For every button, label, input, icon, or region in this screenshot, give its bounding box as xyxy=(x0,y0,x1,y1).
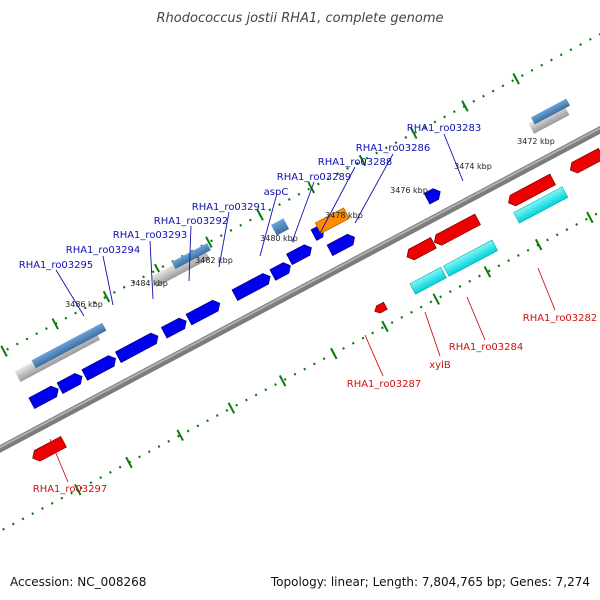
forward-cds-arrow[interactable] xyxy=(28,384,61,409)
forward-cds-arrow[interactable] xyxy=(81,353,119,381)
reverse-cds-arrow[interactable] xyxy=(506,173,556,208)
topology-text: Topology: linear; Length: 7,804,765 bp; … xyxy=(270,575,590,589)
reverse-cds-arrow[interactable] xyxy=(568,147,600,175)
accession-text: Accession: NC_008268 xyxy=(10,575,146,589)
gene-label-ro03288[interactable]: RHA1_ro03288 xyxy=(318,157,393,168)
gene-label-ro03289[interactable]: RHA1_ro03289 xyxy=(277,172,352,183)
gene-labels-bottom: RHA1_ro03282 RHA1_ro03284 xylB RHA1_ro03… xyxy=(33,313,598,495)
gene-label-ro03292[interactable]: RHA1_ro03292 xyxy=(154,216,229,227)
leader-lines-top xyxy=(55,133,464,317)
blast-hit-blue[interactable] xyxy=(271,218,290,236)
gene-label-ro03284[interactable]: RHA1_ro03284 xyxy=(449,342,524,353)
tick-label-3474: 3474 kbp xyxy=(454,162,492,171)
blast-hit-blue[interactable] xyxy=(31,322,107,369)
tick-label-3486: 3486 kbp xyxy=(65,300,103,309)
reverse-cds-arrow[interactable] xyxy=(373,301,388,315)
blast-hit-blue[interactable] xyxy=(530,98,571,125)
genome-track xyxy=(0,12,600,557)
forward-cds-arrow[interactable] xyxy=(286,242,315,266)
forward-cds-arrow[interactable] xyxy=(114,331,160,363)
blast-hit-gray[interactable] xyxy=(528,104,570,134)
gene-label-ro03283[interactable]: RHA1_ro03283 xyxy=(407,123,482,134)
gene-label-ro03293[interactable]: RHA1_ro03293 xyxy=(113,230,188,241)
gene-label-ro03286[interactable]: RHA1_ro03286 xyxy=(356,143,431,154)
tick-label-3472: 3472 kbp xyxy=(517,137,555,146)
gene-label-ro03294[interactable]: RHA1_ro03294 xyxy=(66,245,141,256)
forward-cds-arrow[interactable] xyxy=(231,271,273,301)
forward-cds-arrow[interactable] xyxy=(160,316,189,339)
gene-label-ro03291[interactable]: RHA1_ro03291 xyxy=(192,202,267,213)
major-ticks-upper xyxy=(0,73,520,357)
leader-lines-bottom xyxy=(49,267,556,483)
blast-hit-cyan[interactable] xyxy=(513,186,569,224)
forward-cds-arrow[interactable] xyxy=(326,232,357,257)
reverse-cds-arrow[interactable] xyxy=(30,435,67,463)
tick-scale-upper xyxy=(0,12,600,418)
gene-label-xylB[interactable]: xylB xyxy=(429,360,451,371)
reverse-cds-arrow[interactable] xyxy=(404,237,437,263)
gene-label-ro03295[interactable]: RHA1_ro03295 xyxy=(19,260,94,271)
forward-cds-arrow[interactable] xyxy=(423,186,443,205)
tick-label-3480: 3480 kbp xyxy=(260,234,298,243)
reverse-cds-group xyxy=(30,147,600,463)
forward-cds-arrow[interactable] xyxy=(185,298,223,326)
tick-label-3482: 3482 kbp xyxy=(195,256,233,265)
gene-label-ro03282[interactable]: RHA1_ro03282 xyxy=(523,313,598,324)
tick-label-3476: 3476 kbp xyxy=(390,186,428,195)
reverse-cds-arrow[interactable] xyxy=(432,213,481,248)
major-ticks-lower xyxy=(74,211,594,496)
genome-backbone xyxy=(0,84,600,495)
forward-cds-arrow[interactable] xyxy=(269,260,293,281)
tick-label-3484: 3484 kbp xyxy=(130,279,168,288)
map-title: Rhodococcus jostii RHA1, complete genome xyxy=(157,11,444,26)
gene-label-ro03287[interactable]: RHA1_ro03287 xyxy=(347,379,422,390)
forward-cds-group xyxy=(28,186,443,409)
blast-hit-cyan[interactable] xyxy=(443,239,498,277)
blast-hit-blue[interactable] xyxy=(171,243,211,269)
blast-hit-cyan[interactable] xyxy=(409,266,447,295)
forward-cds-arrow[interactable] xyxy=(56,371,85,394)
tick-label-3478: 3478 kbp xyxy=(325,211,363,220)
gene-label-aspC[interactable]: aspC xyxy=(264,187,289,198)
gene-labels-top: RHA1_ro03283 RHA1_ro03286 RHA1_ro03288 R… xyxy=(19,123,482,271)
genome-backbone-highlight xyxy=(0,85,600,491)
gene-label-ro03297[interactable]: RHA1_ro03297 xyxy=(33,484,108,495)
